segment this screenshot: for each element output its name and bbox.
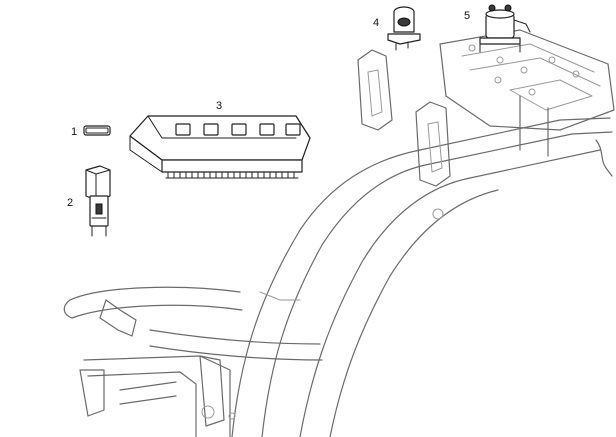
- callout-4: 4: [373, 17, 379, 29]
- solenoid-part: [479, 4, 531, 53]
- horn-part: [387, 6, 421, 51]
- callout-5: 5: [464, 10, 470, 22]
- switch-part: [85, 165, 111, 237]
- controller-part: [129, 115, 311, 179]
- callout-3: 3: [216, 100, 222, 112]
- relay-part: [83, 125, 111, 136]
- vehicle-frame: [63, 29, 615, 437]
- callout-1: 1: [71, 126, 77, 138]
- callout-2: 2: [67, 197, 73, 209]
